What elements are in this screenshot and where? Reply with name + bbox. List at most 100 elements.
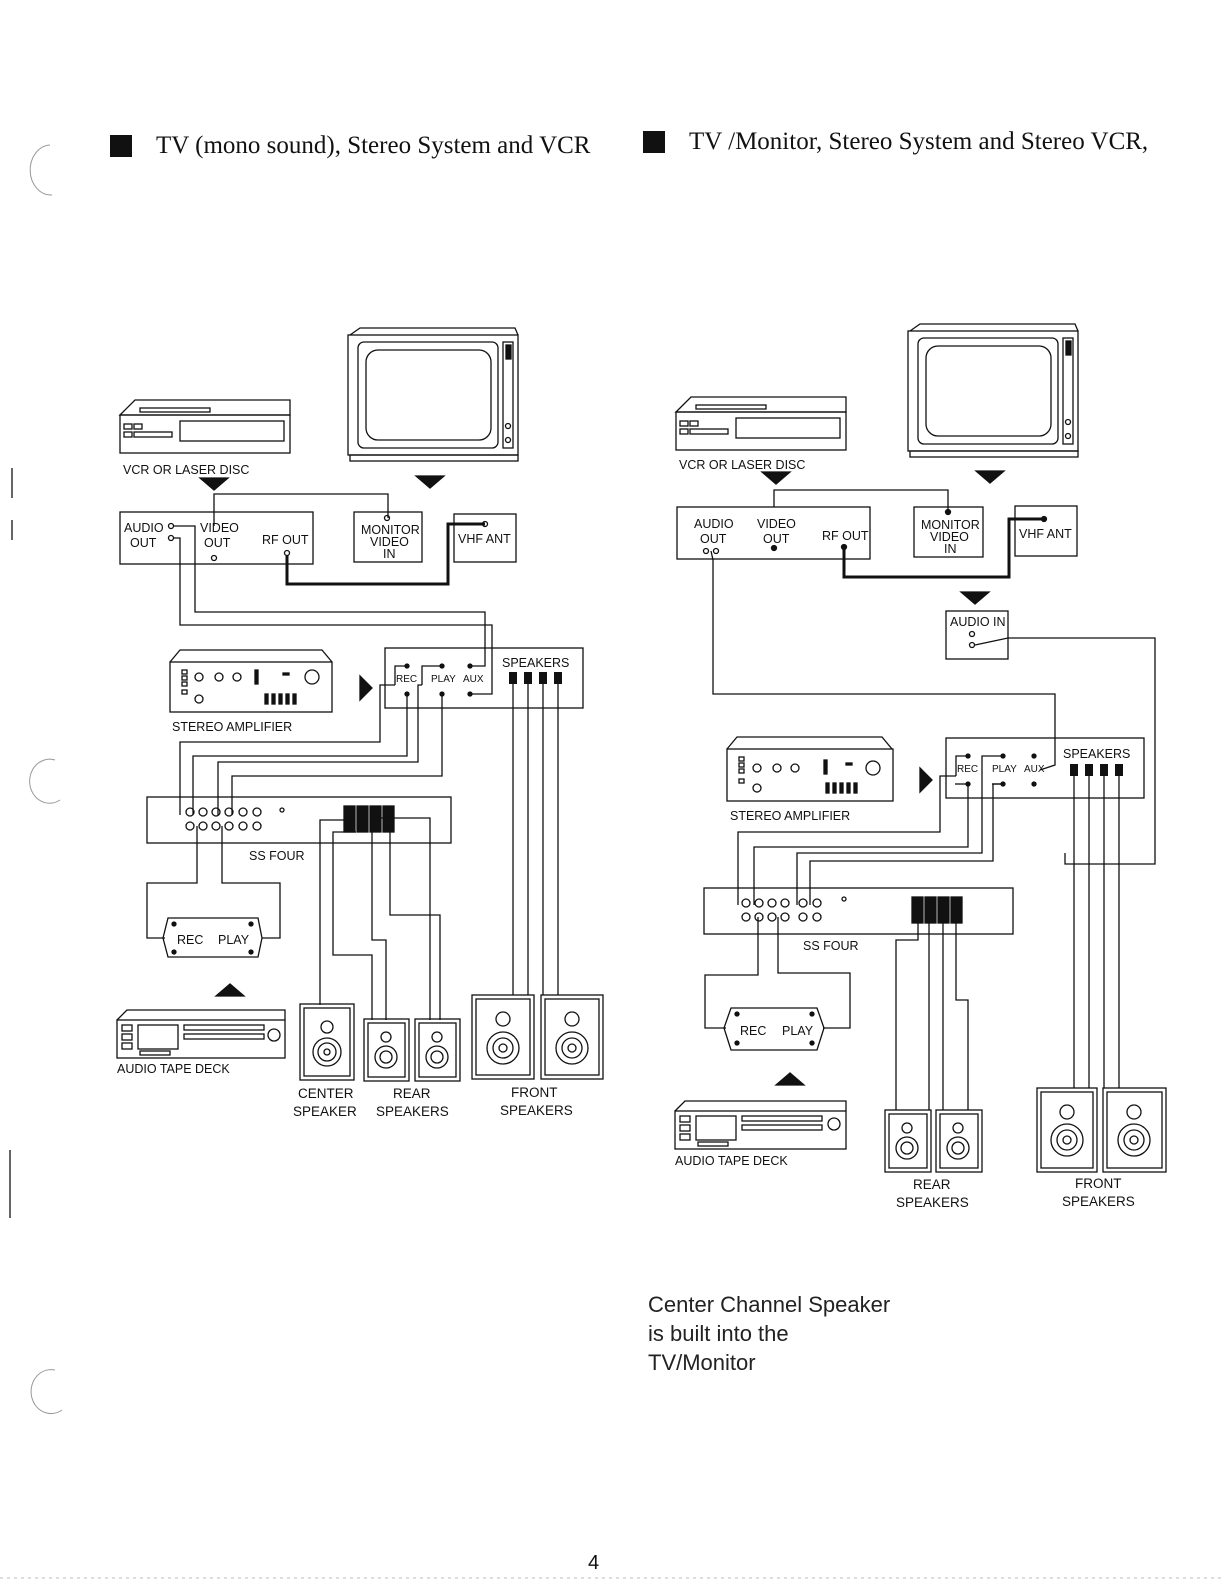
amp-label: STEREO AMPLIFIER	[172, 720, 292, 734]
front-speaker-icon	[1102, 1087, 1167, 1173]
amp-back-panel	[945, 737, 1145, 799]
square-bullet-icon	[110, 135, 132, 157]
vhf-ant-box	[1014, 505, 1078, 557]
deck-label: AUDIO TAPE DECK	[675, 1154, 788, 1168]
page-number: 4	[588, 1552, 600, 1574]
note-line-1: Center Channel Speaker	[648, 1292, 891, 1317]
monitor-label-3: IN	[383, 547, 396, 561]
amp-label: STEREO AMPLIFIER	[730, 809, 850, 823]
front-speakers-label-1: FRONT	[511, 1085, 558, 1100]
front-speaker-icon	[540, 994, 604, 1080]
note-line-3: TV/Monitor	[648, 1350, 756, 1375]
deck-play: PLAY	[218, 933, 250, 947]
front-speakers-label-2: SPEAKERS	[500, 1103, 573, 1118]
rear-speakers-label-1: REAR	[393, 1086, 431, 1101]
vhf-ant-label: VHF ANT	[1019, 527, 1072, 541]
rear-speaker-icon	[363, 1018, 410, 1082]
arrow-down-icon	[414, 475, 446, 489]
amp-play: PLAY	[992, 764, 1017, 775]
arrow-right-icon	[919, 766, 933, 794]
stereo-amplifier-icon	[169, 649, 333, 713]
front-speakers-label-1: FRONT	[1075, 1176, 1122, 1191]
rear-speakers-label-1: REAR	[913, 1177, 951, 1192]
vhf-ant-label: VHF ANT	[458, 532, 511, 546]
monitor-label-2: VIDEO	[930, 530, 969, 544]
tv-icon	[347, 327, 519, 462]
amp-aux: AUX	[463, 674, 484, 685]
ss-four-label: SS FOUR	[249, 849, 305, 863]
monitor-label-1: MONITOR	[361, 523, 420, 537]
tv-icon	[907, 323, 1079, 458]
deck-back-panel	[162, 917, 263, 958]
center-speaker-label-2: SPEAKER	[293, 1104, 357, 1119]
amp-back-panel	[384, 647, 584, 709]
monitor-label-3: IN	[944, 542, 957, 556]
vcr-audio-out-2: OUT	[700, 532, 727, 546]
heading-right-text: TV /Monitor, Stereo System and Stereo VC…	[689, 128, 1149, 155]
rear-speakers-label-2: SPEAKERS	[376, 1104, 449, 1119]
deck-label: AUDIO TAPE DECK	[117, 1062, 230, 1076]
rear-speakers-label-2: SPEAKERS	[896, 1195, 969, 1210]
heading-right: TV /Monitor, Stereo System and Stereo VC…	[643, 128, 1148, 156]
vcr-audio-out-2: OUT	[130, 536, 157, 550]
monitor-label-2: VIDEO	[370, 535, 409, 549]
right-diagram: VCR OR LASER DISC AUDIO OUT VIDEO OUT RF…	[674, 323, 1167, 1210]
speaker-terminals-icon	[1070, 764, 1123, 776]
ss-four-jacks	[185, 805, 395, 833]
arrow-up-icon	[214, 983, 246, 997]
vcr-video-out-2: OUT	[763, 532, 790, 546]
audio-in-box	[945, 610, 1009, 660]
center-speaker-icon	[299, 1003, 355, 1081]
vcr-video-out-2: OUT	[204, 536, 231, 550]
vcr-rf-out: RF OUT	[262, 533, 309, 547]
vcr-video-out-1: VIDEO	[200, 521, 239, 535]
heading-left-text: TV (mono sound), Stereo System and VCR	[156, 132, 591, 159]
arrow-down-icon	[198, 477, 230, 491]
audio-tape-deck-icon	[674, 1100, 847, 1150]
vcr-video-out-1: VIDEO	[757, 517, 796, 531]
vcr-icon	[118, 399, 291, 454]
monitor-label-1: MONITOR	[921, 518, 980, 532]
amp-rec: REC	[396, 674, 417, 685]
left-diagram: VCR OR LASER DISC AUDIO OUT VIDEO OUT RF…	[116, 327, 604, 1119]
vhf-ant-box	[453, 513, 517, 563]
arrow-down-icon	[974, 470, 1006, 484]
audio-in-label: AUDIO IN	[950, 615, 1006, 629]
center-speaker-label-1: CENTER	[298, 1086, 354, 1101]
vcr-audio-out-1: AUDIO	[694, 517, 734, 531]
vcr-audio-out-1: AUDIO	[124, 521, 164, 535]
rear-speaker-icon	[884, 1109, 932, 1173]
amp-aux: AUX	[1024, 764, 1045, 775]
ss-four-jacks	[741, 896, 963, 924]
vcr-rf-out: RF OUT	[822, 529, 869, 543]
ss-four-label: SS FOUR	[803, 939, 859, 953]
vcr-label: VCR OR LASER DISC	[123, 463, 249, 477]
arrow-right-icon	[359, 674, 373, 702]
heading-left: TV (mono sound), Stereo System and VCR	[110, 132, 591, 160]
front-speakers-label-2: SPEAKERS	[1062, 1194, 1135, 1209]
square-bullet-icon	[643, 131, 665, 153]
amp-speakers: SPEAKERS	[502, 656, 569, 670]
note-line-2: is built into the	[648, 1321, 789, 1346]
amp-play: PLAY	[431, 674, 456, 685]
amp-speakers: SPEAKERS	[1063, 747, 1130, 761]
vcr-label: VCR OR LASER DISC	[679, 458, 805, 472]
amp-rec: REC	[957, 764, 978, 775]
vcr-icon	[674, 396, 847, 451]
deck-play: PLAY	[782, 1024, 814, 1038]
deck-rec: REC	[177, 933, 203, 947]
vcr-back-panel	[119, 511, 314, 565]
rear-speaker-icon	[414, 1018, 461, 1082]
ss-four-box	[146, 796, 452, 844]
rear-speaker-icon	[935, 1109, 983, 1173]
arrow-down-icon	[760, 471, 792, 485]
ss-four-box	[703, 887, 1014, 935]
arrow-up-icon	[774, 1072, 806, 1086]
margin-lines	[9, 468, 13, 1218]
deck-rec: REC	[740, 1024, 766, 1038]
audio-tape-deck-icon	[116, 1009, 286, 1059]
stereo-amplifier-icon	[726, 736, 894, 802]
arrow-down-icon	[959, 591, 991, 605]
center-channel-note: Center Channel Speaker is built into the…	[648, 1290, 890, 1377]
